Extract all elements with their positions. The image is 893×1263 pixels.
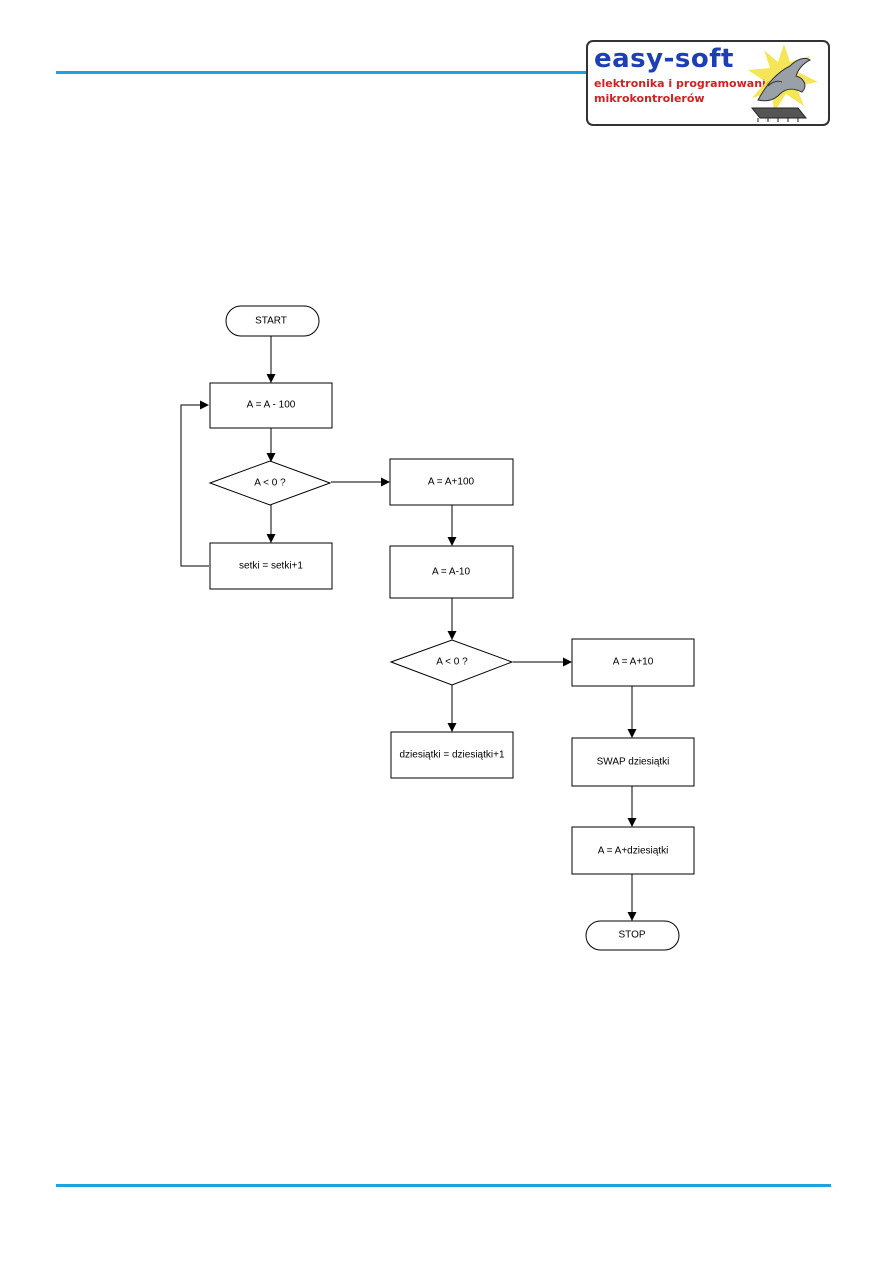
logo-tagline-1: elektronika i programowanie (594, 77, 774, 90)
process-sub100 (209, 382, 333, 429)
loop-back-connector (180, 400, 209, 567)
logo-tagline-2: mikrokontrolerów (594, 92, 705, 105)
add100-label: A = A+100 (428, 477, 475, 488)
start-label: START (255, 316, 287, 327)
decision-2 (389, 639, 514, 686)
easy-soft-logo: easy-soft elektronika i programowanie mi… (586, 40, 830, 126)
process-sub10 (389, 545, 514, 599)
process-setki (209, 542, 333, 590)
decision-2-label: A < 0 ? (436, 657, 468, 668)
dziesiatki-label: dziesiątki = dziesiątki+1 (399, 750, 504, 761)
decision-1 (208, 460, 332, 506)
swap-label: SWAP dziesiątki (597, 757, 670, 768)
sub100-label: A = A - 100 (247, 400, 296, 411)
start-terminator (225, 305, 320, 337)
add10-label: A = A+10 (613, 657, 654, 668)
setki-label: setki = setki+1 (239, 561, 303, 572)
process-add-dziesiatki (571, 826, 695, 875)
process-add100 (389, 458, 514, 506)
process-add10 (571, 638, 695, 687)
bird-chip-icon (748, 44, 818, 122)
process-dziesiatki (390, 731, 514, 779)
process-swap (571, 737, 695, 787)
sub10-label: A = A-10 (432, 567, 471, 578)
stop-label: STOP (618, 930, 645, 941)
header-rule (56, 71, 586, 74)
logo-brand-text: easy-soft (594, 44, 734, 74)
stop-terminator (585, 920, 680, 951)
add-dziesiatki-label: A = A+dziesiątki (598, 846, 669, 857)
footer-rule (56, 1184, 831, 1187)
decision-1-label: A < 0 ? (254, 478, 286, 489)
